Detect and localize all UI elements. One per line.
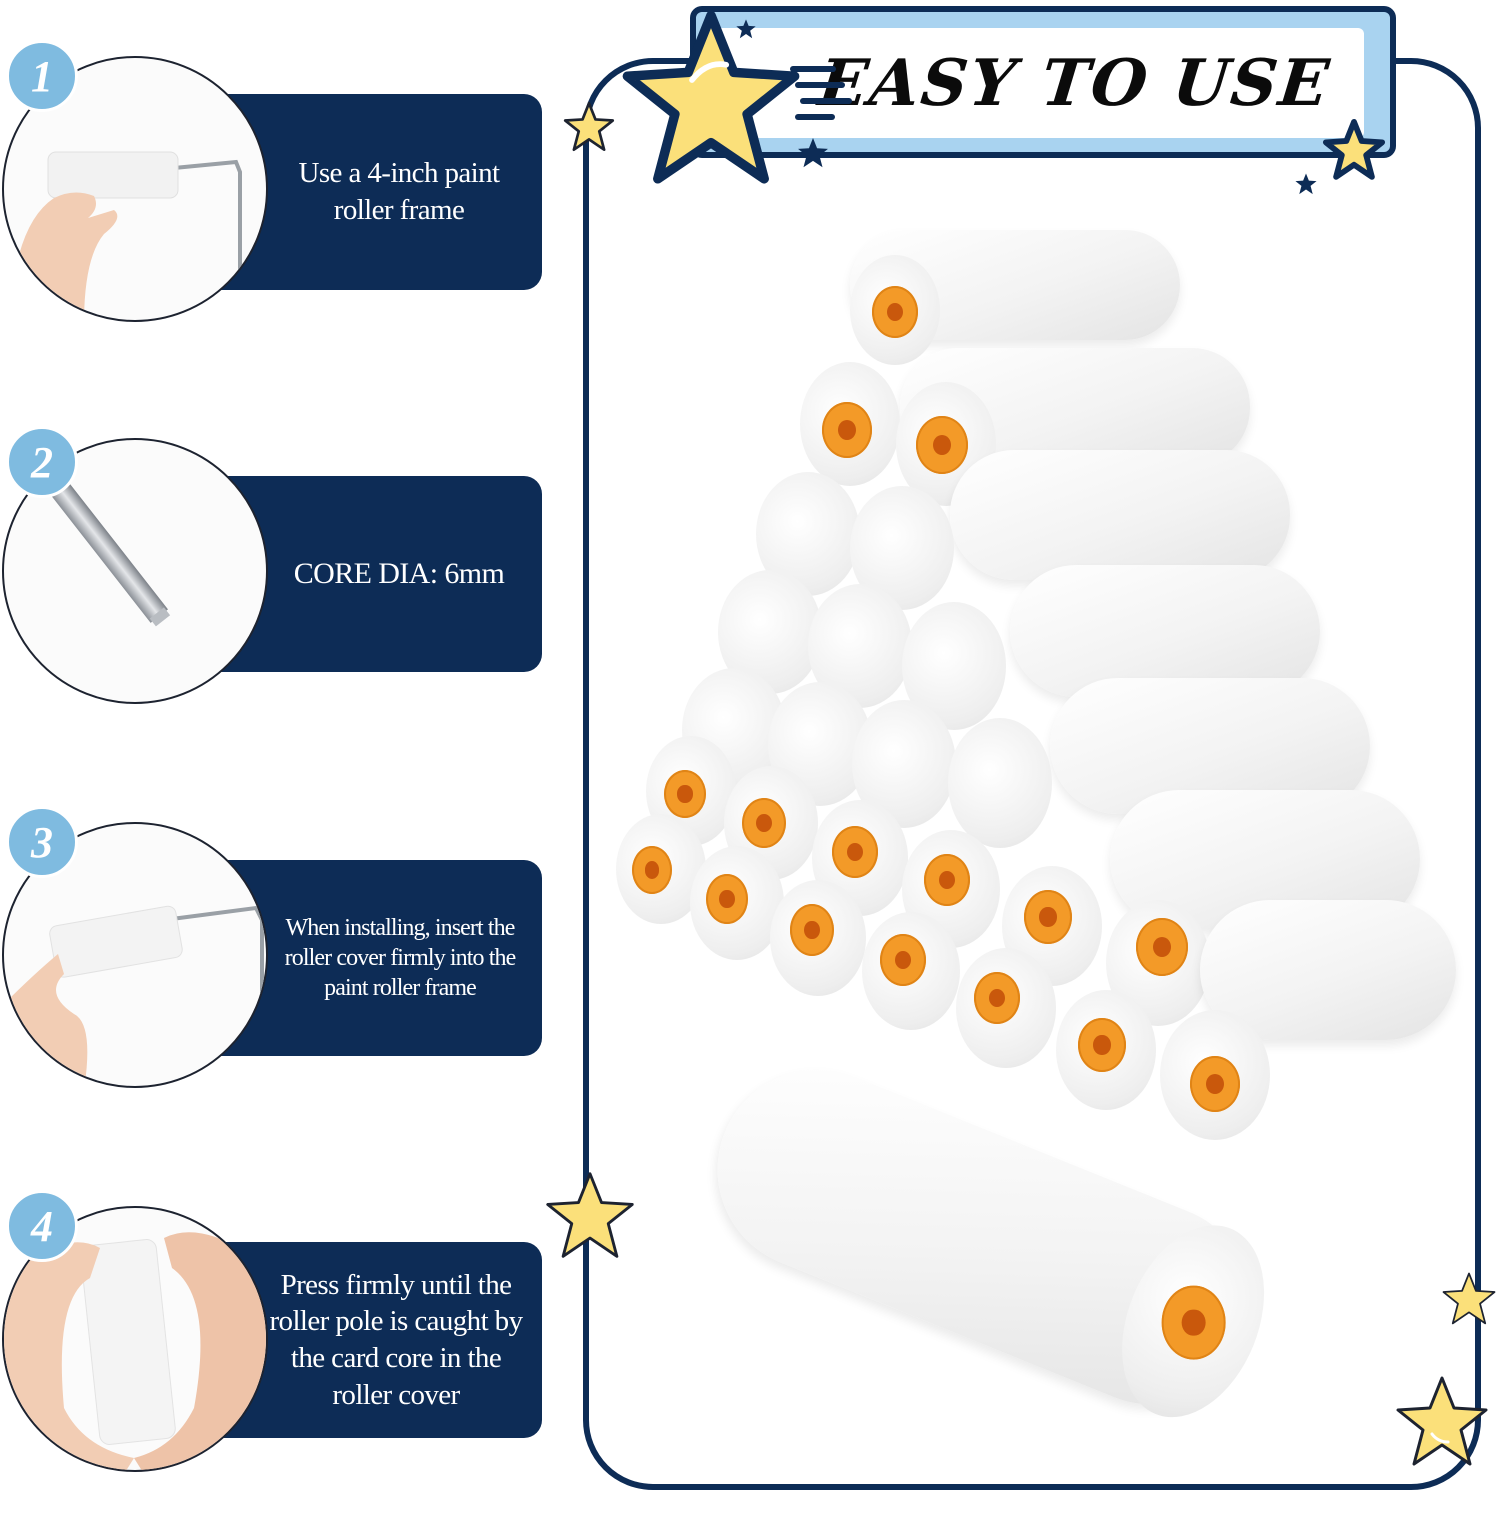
- orange-core: [924, 854, 970, 906]
- right-edge-star-icon: [1442, 1272, 1496, 1325]
- orange-core: [974, 972, 1020, 1024]
- orange-core: [632, 846, 672, 894]
- orange-core: [916, 416, 968, 474]
- orange-core: [880, 934, 926, 986]
- roller: [1010, 565, 1320, 697]
- step-2: CORE DIA: 6mm 2: [0, 422, 560, 722]
- orange-core: [1190, 1056, 1240, 1112]
- step-badge: 4: [6, 1190, 78, 1262]
- tiny-navy-star-icon: [736, 19, 756, 39]
- orange-core: [790, 904, 834, 956]
- step-4-text: Press firmly until the roller pole is ca…: [269, 1268, 524, 1411]
- step-1-text: Use a 4-inch paint roller frame: [298, 157, 501, 226]
- orange-core: [664, 770, 706, 818]
- step-badge: 1: [6, 40, 78, 112]
- banner-title: EASY TO USE: [814, 45, 1334, 121]
- step-4-panel: Press firmly until the roller pole is ca…: [200, 1242, 542, 1438]
- speed-line: [795, 114, 835, 120]
- tiny-navy-star-icon: [1295, 173, 1317, 195]
- hands-pressing-illustration: [4, 1232, 266, 1470]
- bottom-right-star-icon: [1396, 1376, 1488, 1466]
- step-1: Use a 4-inch paint roller frame 1: [0, 40, 560, 340]
- step-1-photo: [2, 56, 268, 322]
- orange-core: [872, 286, 918, 338]
- orange-core: [1161, 1285, 1226, 1360]
- banner-star-icon: [1322, 118, 1386, 180]
- orange-core: [1136, 918, 1188, 976]
- orange-core: [832, 826, 878, 878]
- step-3: When installing, insert the roller cover…: [0, 806, 560, 1106]
- orange-core: [706, 874, 748, 924]
- roller: [1200, 900, 1456, 1040]
- left-edge-star-icon: [546, 1172, 634, 1258]
- orange-core: [822, 402, 872, 458]
- speed-line: [795, 82, 845, 88]
- roller-end: [948, 718, 1052, 848]
- step-4-photo: [2, 1206, 268, 1472]
- tiny-navy-star-icon: [798, 138, 828, 168]
- speed-line: [790, 66, 836, 72]
- big-star-icon: [622, 10, 800, 184]
- roller: [950, 450, 1290, 580]
- step-4: Press firmly until the roller pole is ca…: [0, 1190, 560, 1490]
- step-badge: 3: [6, 806, 78, 878]
- small-star-icon: [563, 101, 615, 152]
- speed-line: [800, 98, 852, 104]
- step-2-panel: CORE DIA: 6mm: [200, 476, 542, 672]
- step-badge: 2: [6, 426, 78, 498]
- orange-core: [1024, 890, 1072, 944]
- orange-core: [742, 798, 786, 848]
- step-2-text: CORE DIA: 6mm: [293, 557, 505, 591]
- step-3-text: When installing, insert the roller cover…: [284, 914, 517, 1002]
- orange-core: [1078, 1018, 1126, 1072]
- roller-stack: [600, 210, 1480, 1210]
